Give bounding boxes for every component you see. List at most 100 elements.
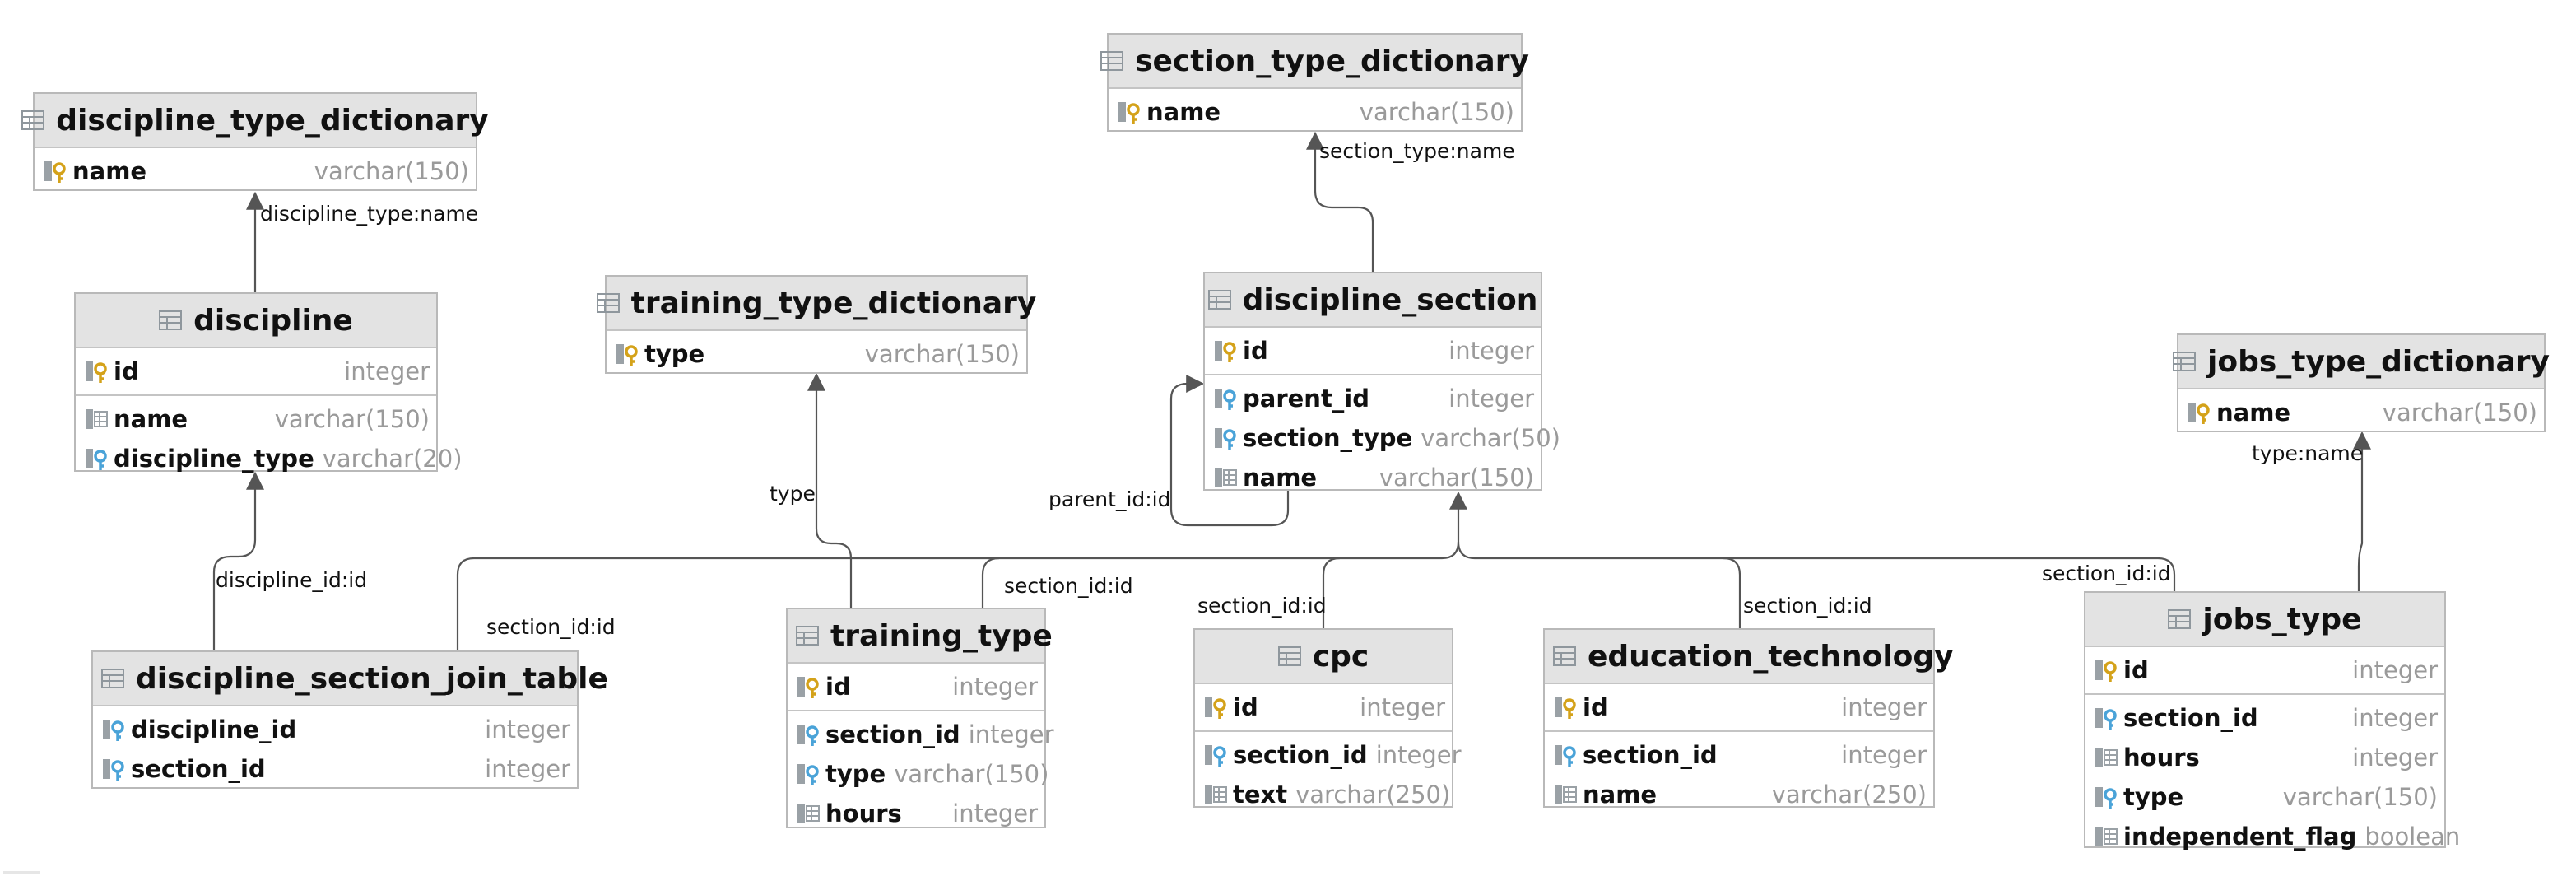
column-name: id bbox=[1233, 693, 1258, 721]
table-icon bbox=[2173, 352, 2196, 371]
column-type: varchar(150) bbox=[314, 157, 469, 185]
rel-edtech-section bbox=[1457, 541, 1741, 628]
column-name: id bbox=[825, 673, 851, 701]
column-type: varchar(50) bbox=[1421, 424, 1560, 452]
table-icon bbox=[1277, 646, 1301, 666]
table-title: jobs_type_dictionary bbox=[2207, 344, 2550, 379]
column-row[interactable]: name varchar(150) bbox=[1109, 92, 1521, 132]
table-discipline-section-join-table[interactable]: discipline_section_join_table discipline… bbox=[91, 650, 608, 789]
column-name: name bbox=[114, 405, 188, 433]
relation-label: section_id:id bbox=[1743, 594, 1872, 618]
column-row[interactable]: hours integer bbox=[2085, 738, 2444, 777]
foreign-key-icon bbox=[2095, 708, 2117, 730]
column-icon bbox=[1555, 785, 1577, 804]
column-row[interactable]: section_type varchar(50) bbox=[1205, 418, 1560, 458]
column-name: type bbox=[644, 340, 705, 368]
relation-label: section_id:id bbox=[1197, 594, 1327, 618]
table-header: discipline_section_join_table bbox=[93, 652, 608, 706]
table-title: jobs_type bbox=[2202, 602, 2362, 636]
relation-label: type bbox=[770, 482, 816, 506]
primary-foreign-key-icon bbox=[103, 720, 124, 741]
column-type: varchar(150) bbox=[2282, 783, 2438, 811]
table-header: jobs_type bbox=[2085, 593, 2444, 647]
table-header: jobs_type_dictionary bbox=[2173, 335, 2550, 389]
primary-key-icon bbox=[44, 161, 66, 183]
column-type: integer bbox=[485, 755, 570, 783]
column-name: discipline_id bbox=[131, 716, 297, 743]
watermark bbox=[3, 871, 40, 874]
table-header: education_technology bbox=[1545, 630, 1954, 684]
column-type: varchar(150) bbox=[1359, 98, 1514, 126]
primary-key-icon bbox=[1215, 341, 1236, 362]
primary-key-icon bbox=[1555, 697, 1576, 719]
column-name: text bbox=[1233, 781, 1288, 809]
primary-key-icon bbox=[1118, 102, 1140, 124]
foreign-key-icon bbox=[2095, 787, 2117, 809]
column-name: discipline_type bbox=[114, 445, 314, 473]
column-type: varchar(250) bbox=[1295, 781, 1451, 809]
primary-key-icon bbox=[2188, 403, 2210, 424]
column-row[interactable]: hours integer bbox=[788, 794, 1044, 833]
column-type: varchar(150) bbox=[1379, 464, 1534, 492]
column-name: type bbox=[825, 760, 886, 788]
column-row[interactable]: id integer bbox=[788, 667, 1044, 706]
table-icon bbox=[21, 110, 45, 130]
table-header: training_type_dictionary bbox=[596, 277, 1036, 331]
relation-label: type:name bbox=[2252, 441, 2364, 465]
column-name: hours bbox=[825, 799, 902, 827]
table-header: cpc bbox=[1195, 630, 1452, 684]
column-icon bbox=[1215, 468, 1237, 487]
column-type: integer bbox=[2352, 743, 2438, 771]
column-type: integer bbox=[952, 673, 1038, 701]
column-name: name bbox=[1146, 98, 1221, 126]
table-title: training_type bbox=[830, 618, 1053, 653]
column-name: independent_flag bbox=[2123, 823, 2357, 851]
column-type: integer bbox=[1448, 385, 1534, 413]
column-type: integer bbox=[952, 799, 1038, 827]
column-name: section_id bbox=[2123, 704, 2258, 732]
rel-jobs-type bbox=[2353, 431, 2371, 591]
table-icon bbox=[796, 626, 819, 646]
relation-label: section_type:name bbox=[1319, 139, 1515, 163]
column-icon bbox=[797, 804, 820, 823]
column-icon bbox=[2095, 748, 2118, 767]
rel-training-type bbox=[807, 372, 853, 608]
column-name: hours bbox=[2123, 743, 2200, 771]
rel-cpc-section bbox=[1322, 557, 1341, 628]
column-name: section_type bbox=[1243, 424, 1413, 452]
